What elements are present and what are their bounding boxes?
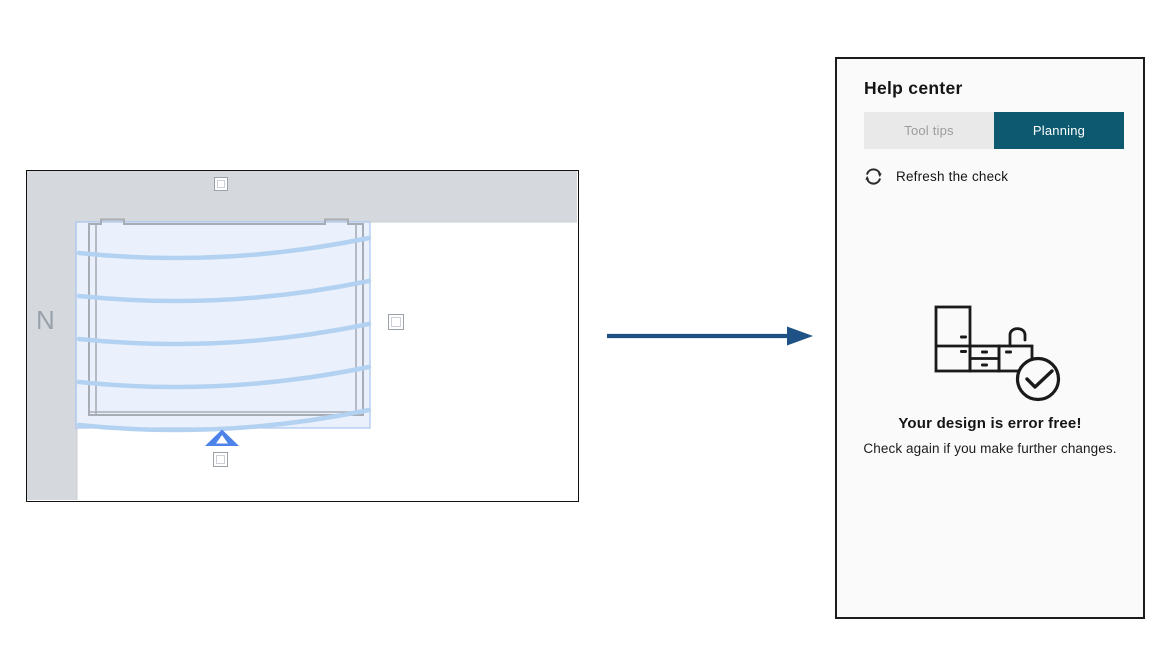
kitchen-check-illustration [934,305,1061,402]
status-title: Your design is error free! [898,415,1082,432]
resize-handle-top[interactable] [214,177,228,191]
help-center-panel: Help center Tool tips Planning Refresh t… [835,57,1145,619]
resize-handle-bottom[interactable] [213,452,228,467]
floor-plan-drawing [27,171,577,500]
help-center-tabs: Tool tips Planning [864,112,1124,149]
north-indicator-label: N [36,305,56,335]
flow-arrow [607,326,813,346]
refresh-check-label: Refresh the check [896,169,1009,184]
front-direction-handle[interactable] [205,429,239,447]
refresh-icon [865,168,882,185]
resize-handle-right[interactable] [388,314,404,330]
cabinet-handles [960,335,1012,367]
wall-top[interactable] [27,171,577,222]
appliance-dishwasher[interactable] [75,218,372,433]
tab-tool-tips[interactable]: Tool tips [864,112,994,149]
door-swing-arcs [76,235,372,433]
help-center-title: Help center [864,78,963,98]
kitchen-cabinets-icon [934,305,1034,373]
selection-box[interactable] [75,221,371,429]
wall-left[interactable] [27,171,77,500]
floor-plan-view[interactable]: N [26,170,579,502]
appliance-outline [88,218,364,416]
arrowhead-icon [787,326,813,346]
tab-planning[interactable]: Planning [994,112,1124,149]
refresh-check-button[interactable]: Refresh the check [863,166,1008,187]
check-circle-icon [1015,356,1061,402]
status-subtitle: Check again if you make further changes. [863,441,1117,456]
